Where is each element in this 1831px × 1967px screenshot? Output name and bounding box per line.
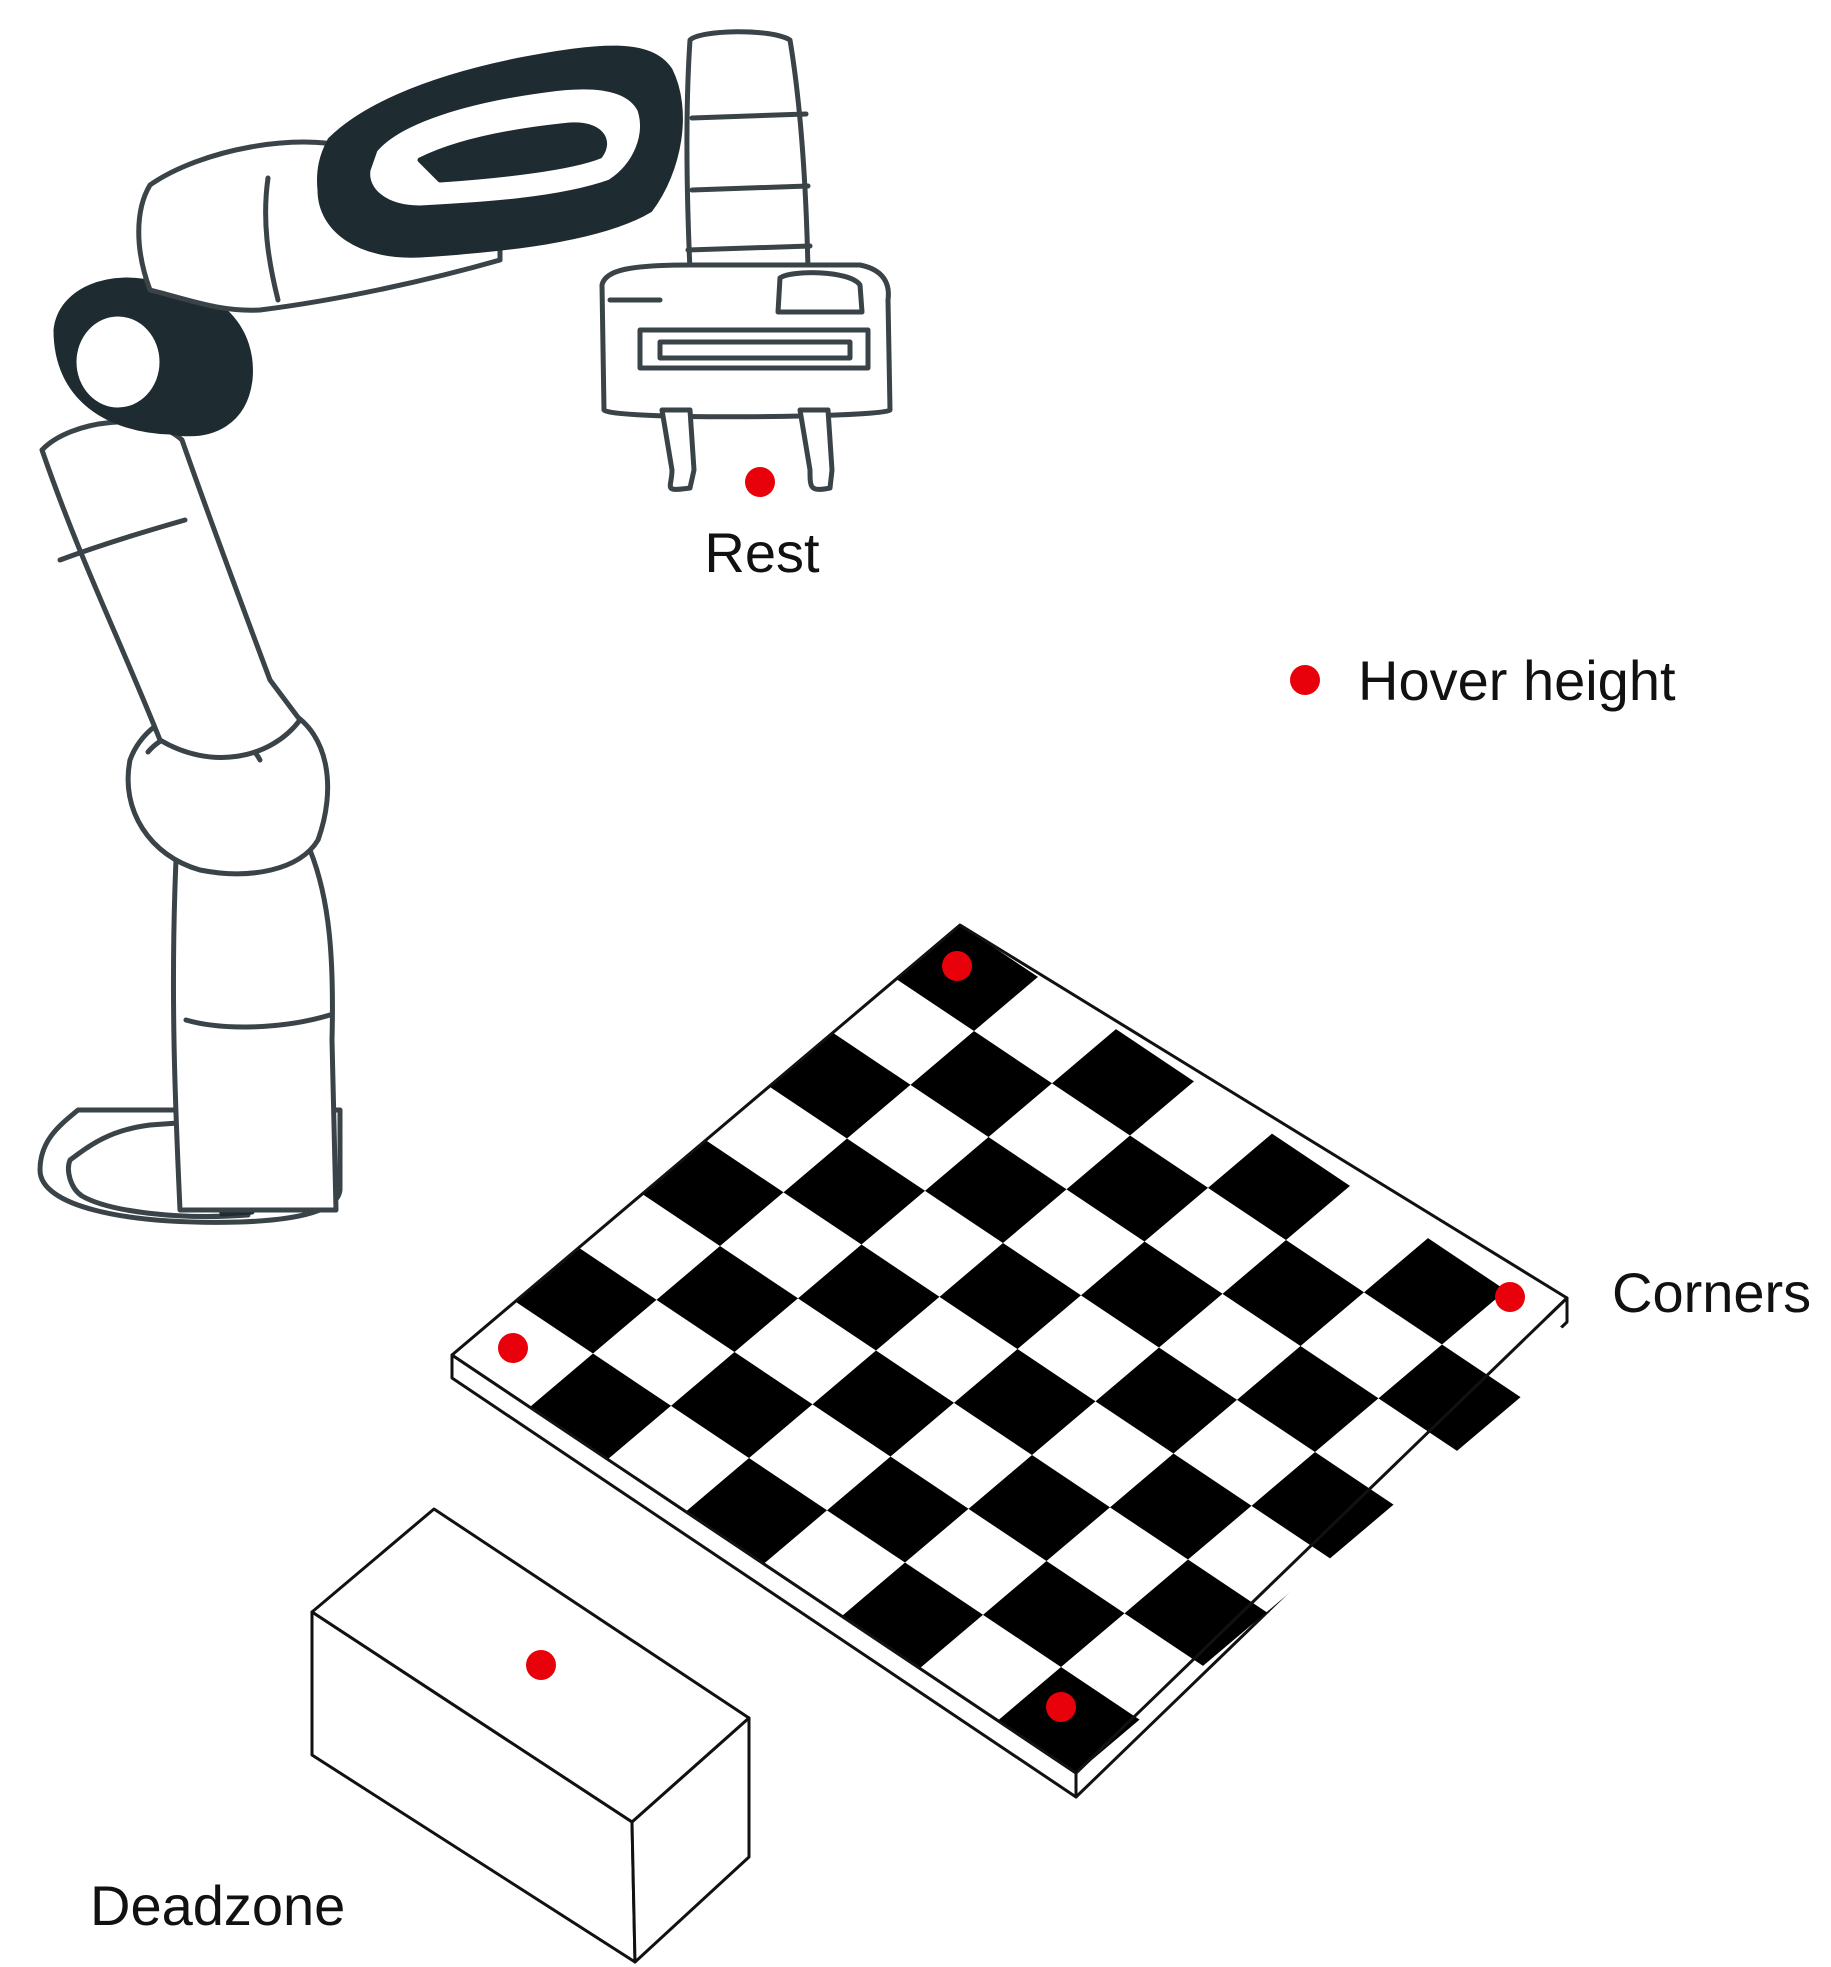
- deadzone-marker: [526, 1650, 556, 1680]
- corners-label: Corners: [1612, 1261, 1811, 1324]
- hover-height-marker: [1290, 665, 1320, 695]
- corner-marker-top: [942, 951, 972, 981]
- deadzone-label: Deadzone: [90, 1874, 345, 1937]
- chessboard: [450, 923, 1585, 1799]
- rest-marker: [745, 467, 775, 497]
- hover-height-label: Hover height: [1358, 649, 1676, 712]
- board-top-outline: [450, 923, 1569, 1775]
- corner-marker-right: [1495, 1282, 1525, 1312]
- board-squares: [451, 924, 1585, 1774]
- corner-marker-left: [498, 1333, 528, 1363]
- deadzone-box-right: [630, 1716, 751, 1964]
- rest-label: Rest: [704, 521, 820, 584]
- robot-arm-icon: [37, 29, 893, 1225]
- deadzone-box: [310, 1507, 751, 1964]
- corner-marker-bottom: [1046, 1692, 1076, 1722]
- board-square: [1442, 1290, 1585, 1398]
